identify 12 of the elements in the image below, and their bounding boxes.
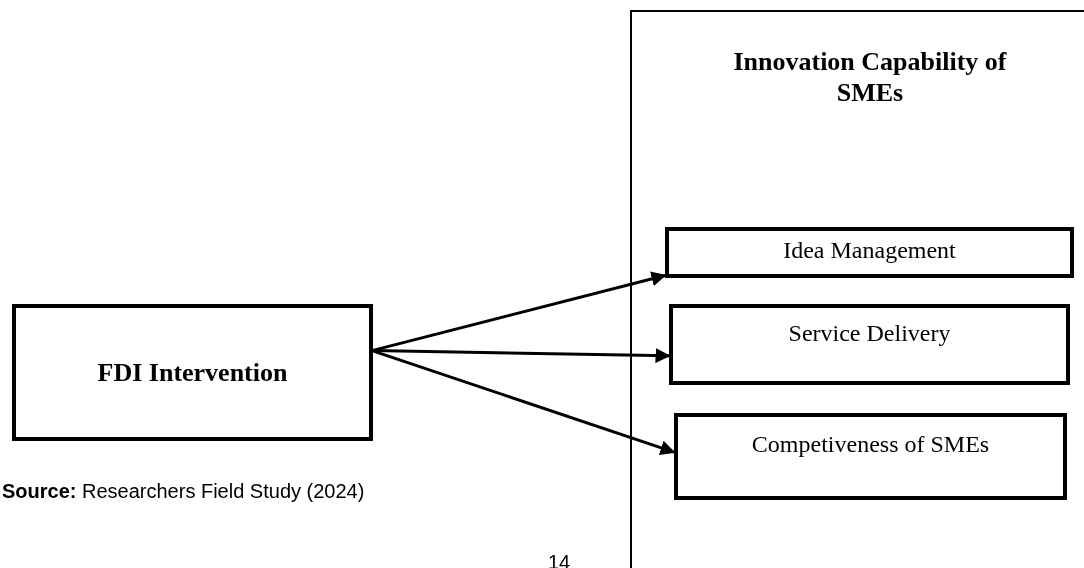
process-box xyxy=(669,304,1070,385)
group-heading: Innovation Capability of SMEs xyxy=(732,46,1008,109)
process-box xyxy=(12,304,373,441)
box-label: Service Delivery xyxy=(788,319,951,348)
box-label: Competiveness of SMEs xyxy=(751,430,990,459)
process-box xyxy=(665,227,1074,278)
box-label: Idea Management xyxy=(783,236,956,265)
box-label: FDI Intervention xyxy=(97,356,288,389)
group-box xyxy=(630,10,1084,568)
arrow xyxy=(371,349,676,455)
process-box xyxy=(674,413,1067,500)
source-note: Source: Researchers Field Study (2024) xyxy=(2,480,365,503)
